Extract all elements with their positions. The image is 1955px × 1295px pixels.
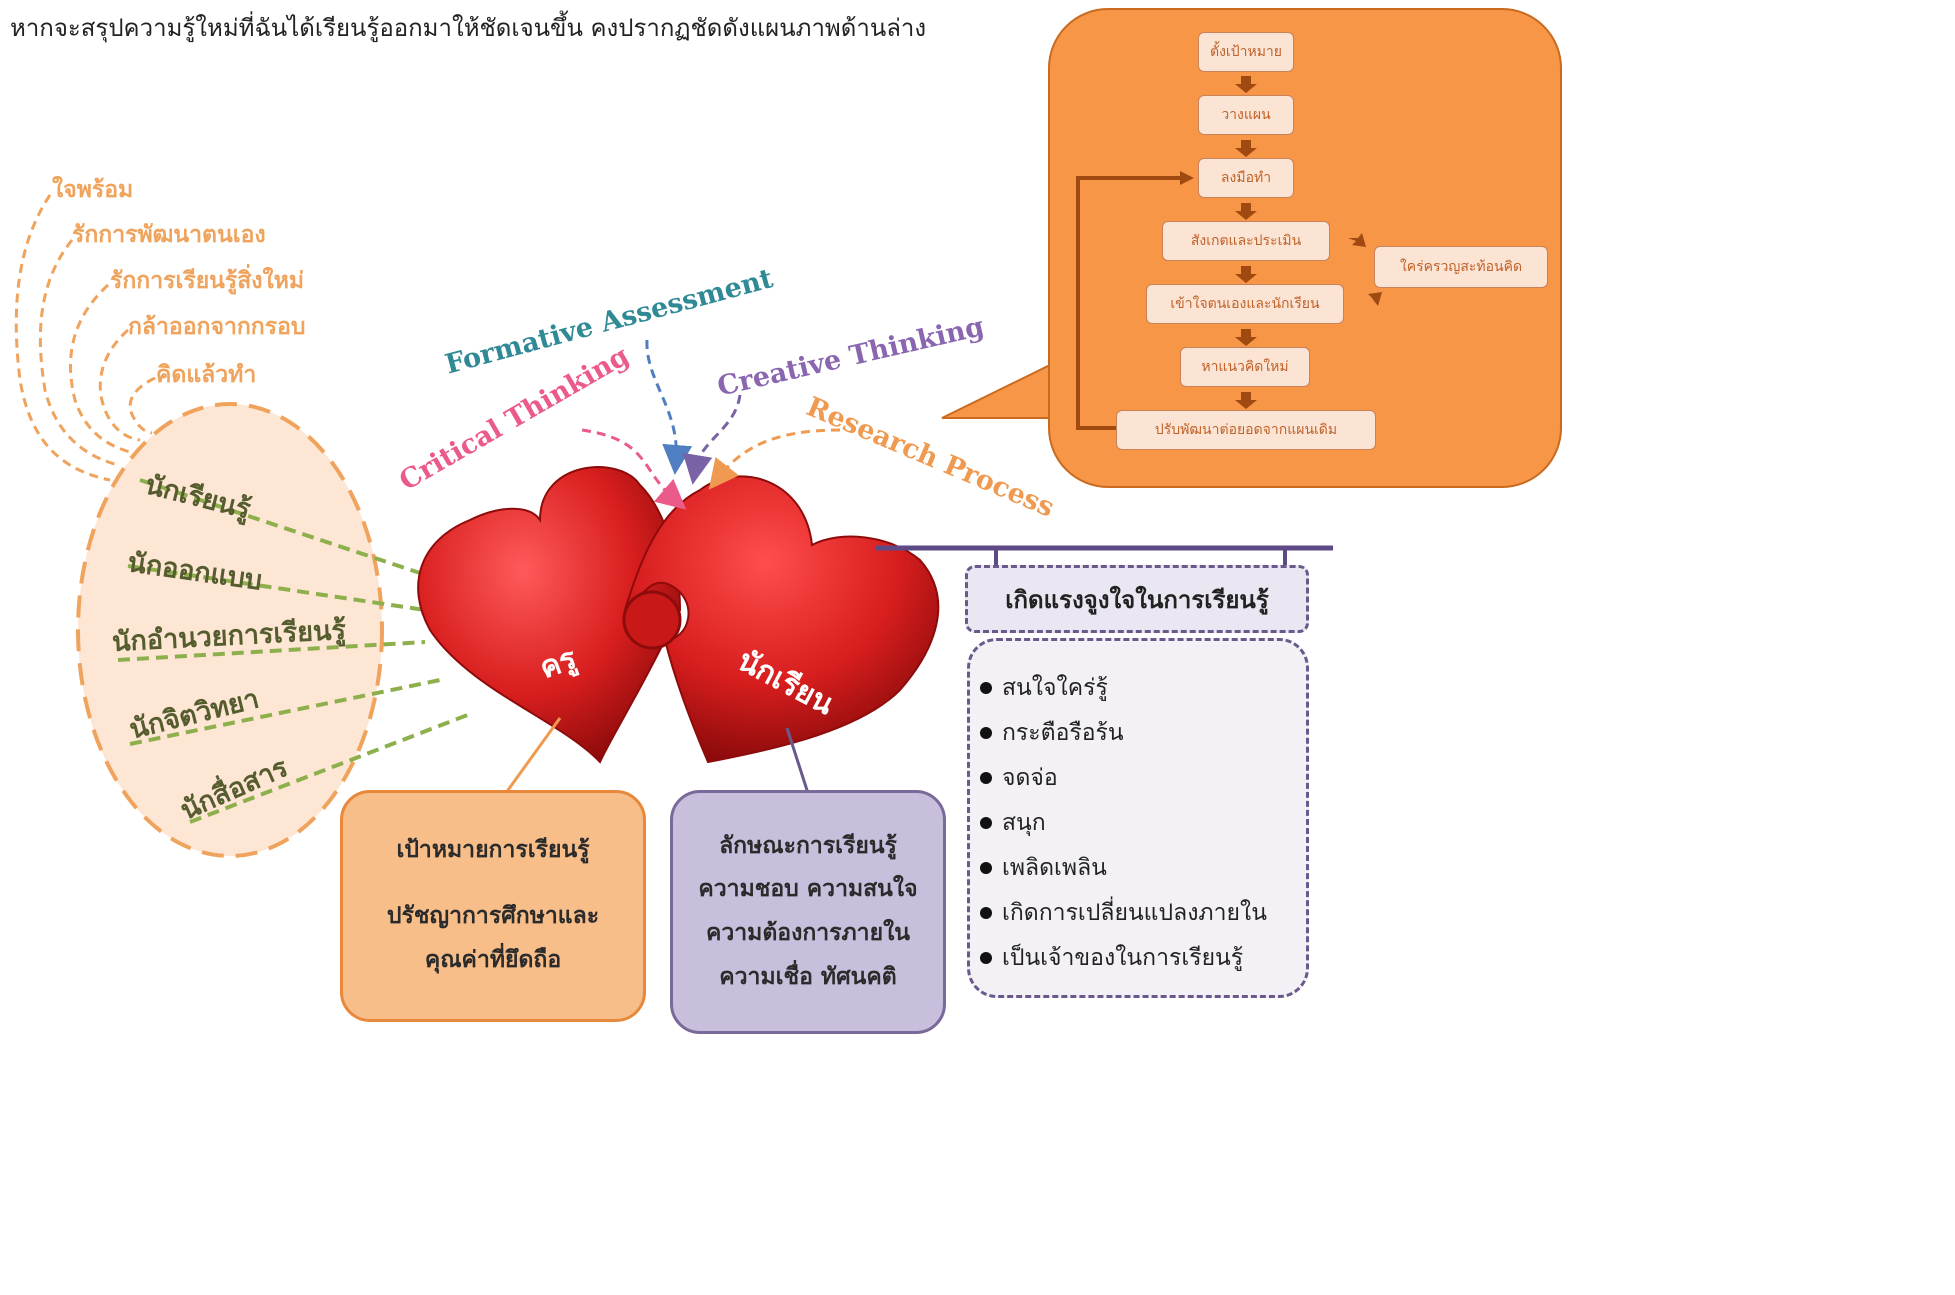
student-heart: [622, 475, 940, 764]
list-item: เกิดการเปลี่ยนแปลงภายใน: [980, 890, 1306, 935]
teacher-box-line3: คุณค่าที่ยึดถือ: [424, 946, 562, 973]
critical-arrow: [581, 428, 687, 510]
list-item: สนใจใคร่รู้: [980, 665, 1306, 710]
list-item: กระตือรือร้น: [980, 710, 1306, 755]
student-box-line2: ความชอบ ความสนใจ: [698, 876, 918, 903]
process-panel: ตั้งเป้าหมาย วางแผน ลงมือทำ สังเกตและประ…: [1048, 8, 1562, 488]
list-item: จดจ่อ: [980, 755, 1306, 800]
step-improve: ปรับพัฒนาต่อยอดจากแผนเดิม: [1116, 410, 1376, 450]
motivation-title: เกิดแรงจูงใจในการเรียนรู้: [965, 565, 1309, 633]
bullet-icon: [980, 951, 992, 964]
bullet-icon: [980, 681, 992, 694]
bullet-icon: [980, 861, 992, 874]
research-arrow: [708, 428, 841, 490]
student-box-line4: ความเชื่อ ทัศนคติ: [719, 963, 897, 990]
step-act: ลงมือทำ: [1198, 158, 1294, 198]
motivation-list: สนใจใคร่รู้ กระตือรือร้น จดจ่อ สนุก เพลิ…: [967, 638, 1309, 998]
step-understand: เข้าใจตนเองและนักเรียน: [1146, 284, 1344, 324]
trait-self-development: รักการพัฒนาตนเอง: [72, 222, 266, 248]
process-arrows: [1076, 76, 1382, 430]
role-connectors: [117, 478, 471, 824]
step-new-ideas: หาแนวคิดใหม่: [1180, 347, 1310, 387]
list-item: สนุก: [980, 800, 1306, 845]
step-set-goal: ตั้งเป้าหมาย: [1198, 32, 1294, 72]
teacher-box-line2: ปรัชญาการศึกษาและ: [386, 903, 600, 930]
list-item: เป็นเจ้าของในการเรียนรู้: [980, 935, 1306, 980]
intro-text: หากจะสรุปความรู้ใหม่ที่ฉันได้เรียนรู้ออก…: [10, 14, 927, 42]
student-box-line1: ลักษณะการเรียนรู้: [719, 832, 897, 859]
formative-arrow: [645, 339, 693, 475]
teacher-box: เป้าหมายการเรียนรู้ ปรัชญาการศึกษาและ คุ…: [340, 790, 646, 1022]
trait-connectors: [14, 194, 156, 482]
student-box-line3: ความต้องการภายใน: [705, 920, 911, 946]
bullet-icon: [980, 906, 992, 919]
student-box: ลักษณะการเรียนรู้ ความชอบ ความสนใจ ความต…: [670, 790, 946, 1034]
teacher-box-line1: เป้าหมายการเรียนรู้: [396, 837, 590, 864]
creative-arrow: [682, 394, 742, 485]
bullet-icon: [980, 771, 992, 784]
trait-out-of-box: กล้าออกจากกรอบ: [128, 314, 306, 340]
bullet-icon: [980, 816, 992, 829]
trait-love-learning: รักการเรียนรู้สิ่งใหม่: [110, 268, 305, 294]
step-observe-assess: สังเกตและประเมิน: [1162, 221, 1330, 261]
roles-ellipse: [76, 402, 384, 858]
step-reflect: ใคร่ครวญสะท้อนคิด: [1374, 246, 1548, 288]
trait-think-do: คิดแล้วทำ: [156, 362, 257, 388]
step-plan: วางแผน: [1198, 95, 1294, 135]
trait-ready: ใจพร้อม: [52, 177, 134, 203]
teacher-heart: [417, 466, 682, 764]
process-panel-tail: [941, 363, 1051, 419]
list-item: เพลิดเพลิน: [980, 845, 1306, 890]
bullet-icon: [980, 726, 992, 739]
